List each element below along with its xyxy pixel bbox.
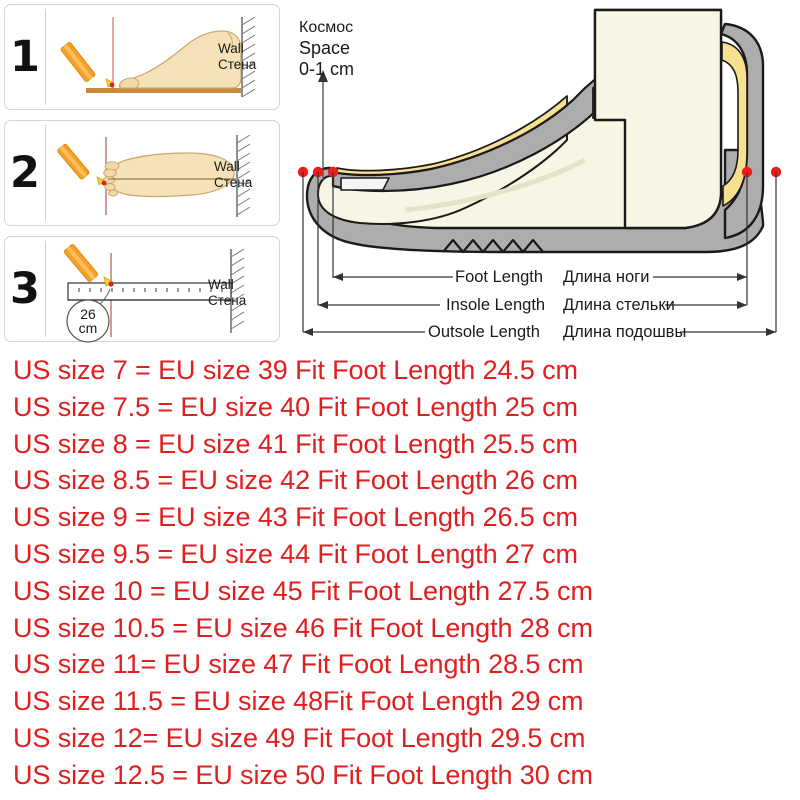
step-3-illustration: 26 cm bbox=[46, 237, 279, 343]
size-line: US size 11= EU size 47 Fit Foot Length 2… bbox=[13, 649, 584, 680]
step-divider bbox=[45, 9, 46, 105]
wall-label-ru: Стена bbox=[214, 174, 253, 190]
label-outsole-length-ru: Длина подошвы bbox=[563, 323, 687, 341]
space-label: Космос Space 0-1 cm bbox=[299, 18, 354, 81]
measurement-unit: cm bbox=[79, 320, 98, 336]
shoe-cross-section-diagram: Космос Space 0-1 cm Foot Length Длина но… bbox=[0, 0, 800, 350]
size-line: US size 11.5 = EU size 48Fit Foot Length… bbox=[13, 686, 584, 717]
size-line: US size 7.5 = EU size 40 Fit Foot Length… bbox=[13, 391, 578, 422]
step-number-1: 1 bbox=[10, 31, 40, 82]
wall-label-3: Wall Стена bbox=[208, 277, 246, 309]
space-label-ru: Космос bbox=[299, 19, 354, 36]
wall-label-ru: Стена bbox=[208, 292, 247, 308]
label-insole-length-ru: Длина стельки bbox=[563, 296, 675, 314]
wall-label-en: Wall bbox=[218, 41, 244, 56]
dimension-insole-length bbox=[318, 301, 747, 309]
step-number-3: 3 bbox=[10, 263, 40, 314]
dimension-outsole-length bbox=[303, 328, 776, 336]
instruction-panels: 1 bbox=[4, 4, 282, 346]
pencil-icon bbox=[57, 143, 107, 186]
step-2-illustration bbox=[46, 121, 279, 225]
space-arrow-head bbox=[318, 70, 328, 82]
instruction-step-2: 2 bbox=[4, 120, 280, 226]
size-line: US size 10.5 = EU size 46 Fit Foot Lengt… bbox=[13, 612, 593, 643]
instruction-step-3: 3 bbox=[4, 236, 280, 343]
size-line: US size 9 = EU size 43 Fit Foot Length 2… bbox=[13, 502, 578, 533]
wall-label-ru: Стена bbox=[218, 56, 257, 72]
shoe-svg bbox=[297, 8, 782, 336]
size-line: US size 8.5 = EU size 42 Fit Foot Length… bbox=[13, 465, 578, 496]
step-1-illustration bbox=[46, 5, 279, 109]
size-line: US size 8 = EU size 41 Fit Foot Length 2… bbox=[13, 428, 578, 459]
space-label-en: Space bbox=[299, 37, 351, 58]
side-foot-diagram bbox=[60, 16, 256, 98]
size-conversion-list: US size 7 = EU size 39 Fit Foot Length 2… bbox=[0, 352, 800, 794]
step-number-2: 2 bbox=[10, 147, 40, 198]
dimension-foot-length bbox=[333, 273, 747, 281]
space-label-value: 0-1 cm bbox=[299, 59, 355, 80]
label-foot-length-en: Foot Length bbox=[455, 268, 544, 286]
pencil-icon bbox=[63, 244, 114, 287]
size-line: US size 12= EU size 49 Fit Foot Length 2… bbox=[13, 722, 586, 753]
pencil-icon bbox=[60, 42, 115, 88]
step-divider bbox=[45, 241, 46, 337]
measurement-value: 26 bbox=[80, 306, 96, 322]
size-line: US size 7 = EU size 39 Fit Foot Length 2… bbox=[13, 355, 578, 385]
wall-label-2: Wall Стена bbox=[214, 159, 252, 191]
wall-label-en: Wall bbox=[214, 159, 240, 174]
ruler-diagram: 26 cm bbox=[63, 244, 245, 343]
label-outsole-length-en: Outsole Length bbox=[428, 323, 540, 341]
wall-label-en: Wall bbox=[208, 277, 234, 292]
label-foot-length-ru: Длина ноги bbox=[563, 268, 650, 286]
size-line: US size 10 = EU size 45 Fit Foot Length … bbox=[13, 575, 593, 606]
label-insole-length-en: Insole Length bbox=[446, 296, 546, 314]
size-line: US size 9.5 = EU size 44 Fit Foot Length… bbox=[13, 538, 578, 569]
instruction-step-1: 1 bbox=[4, 4, 280, 110]
size-line: US size 12.5 = EU size 50 Fit Foot Lengt… bbox=[13, 759, 593, 790]
step-divider bbox=[45, 125, 46, 221]
wall-label-1: Wall Стена bbox=[218, 41, 256, 73]
top-foot-diagram bbox=[57, 134, 251, 217]
